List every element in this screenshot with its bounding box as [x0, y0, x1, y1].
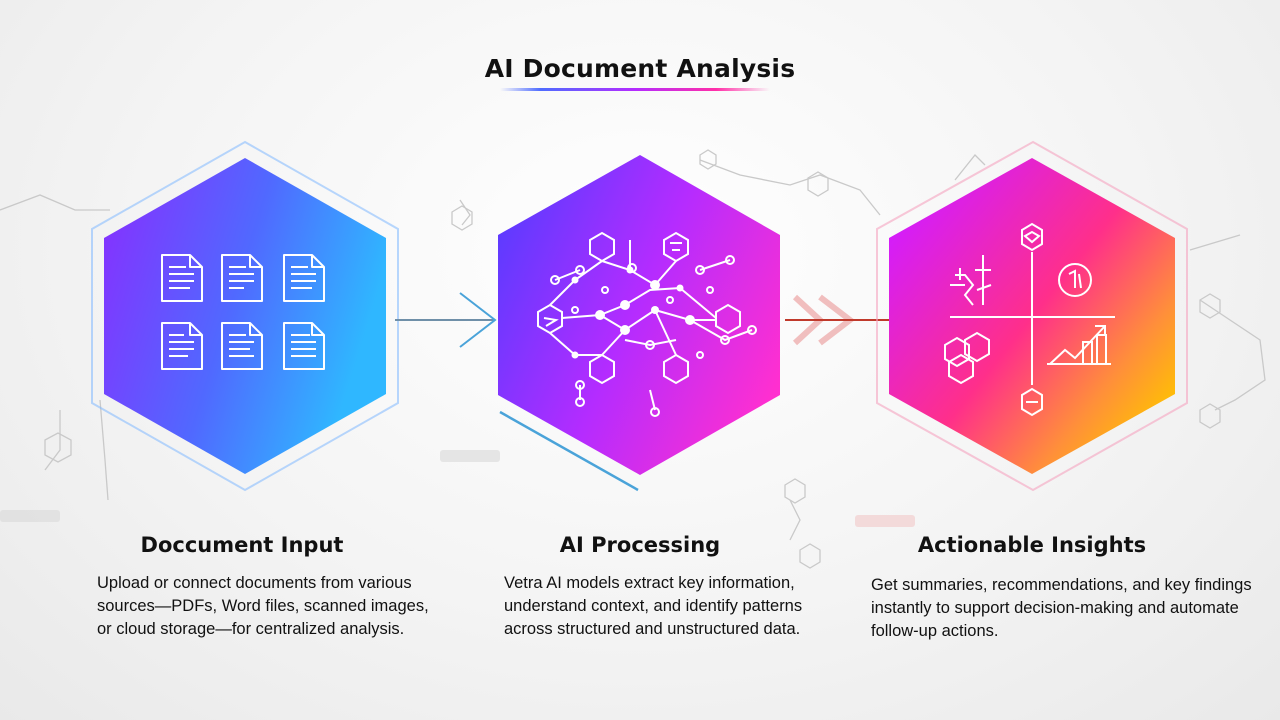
document-stack-icon — [161, 254, 325, 370]
step-heading-actionable-insights: Actionable Insights — [917, 533, 1147, 557]
step-description-ai-processing: Vetra AI models extract key information,… — [504, 574, 803, 638]
page-title: AI Document Analysis — [484, 54, 796, 83]
title-underline — [500, 88, 770, 91]
ai-processing-hexagon — [498, 155, 780, 492]
step-heading-document-input: Doccument Input — [140, 533, 344, 557]
document-input-hexagon — [91, 140, 399, 492]
step-heading-ai-processing: AI Processing — [559, 533, 721, 557]
insights-quadrant-icon — [944, 222, 1115, 417]
neural-network-icon — [537, 231, 757, 417]
step-description-document-input: Upload or connect documents from various… — [97, 574, 429, 638]
actionable-insights-hexagon — [876, 140, 1188, 492]
connector-arrow-2 — [785, 294, 890, 346]
step-description-actionable-insights: Get summaries, recommendations, and key … — [871, 576, 1252, 640]
connector-arrow-1 — [395, 292, 497, 348]
